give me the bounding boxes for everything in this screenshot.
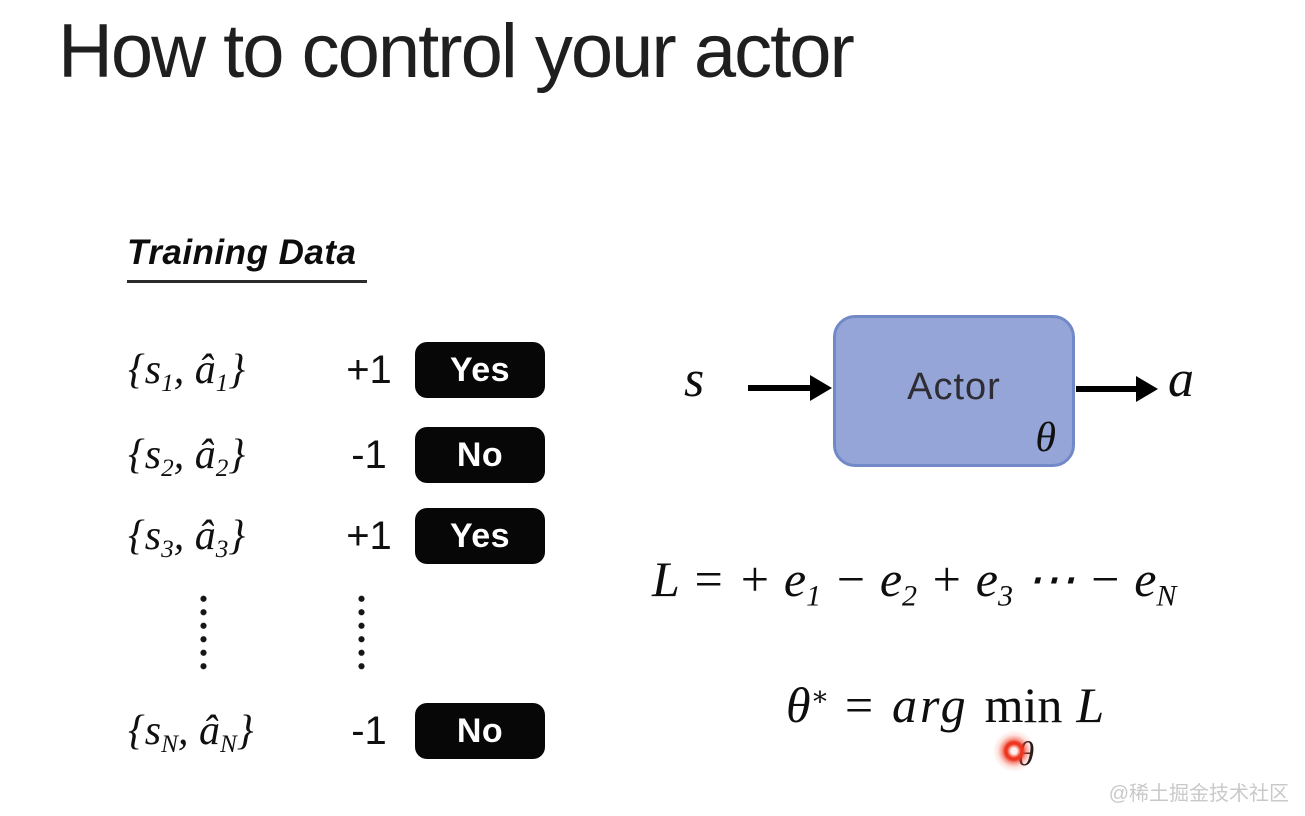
brace-open: {	[128, 347, 145, 393]
input-arrow-head-icon	[810, 375, 832, 401]
loss-term: ⋯ − e	[1012, 551, 1157, 607]
loss-subscript: N	[1156, 579, 1177, 613]
actor-box: Actor θ	[833, 315, 1075, 467]
loss-symbol: L	[1076, 677, 1105, 733]
vertical-ellipsis-icon	[200, 592, 207, 673]
input-arrow-line	[748, 385, 812, 391]
weight-value: -1	[351, 708, 387, 753]
equals-sign: =	[829, 677, 889, 733]
training-row: {sN, âN} -1 No	[128, 701, 545, 761]
loss-subscript: 3	[997, 579, 1013, 613]
training-data-heading: Training Data	[127, 233, 367, 283]
weight-value: +1	[346, 347, 392, 392]
min-operator: minθ	[984, 676, 1063, 773]
action-subscript: N	[219, 731, 237, 759]
state-action-pair: {s1, â1}	[128, 346, 334, 398]
action-symbol: â	[194, 347, 216, 393]
training-row: {s2, â2} -1 No	[128, 425, 545, 485]
state-action-pair: {s3, â3}	[128, 512, 334, 564]
state-action-pair: {s2, â2}	[128, 431, 334, 483]
state-symbol: s	[144, 432, 162, 478]
pair-separator: ,	[173, 347, 195, 393]
vertical-ellipsis-icon	[358, 592, 365, 673]
action-subscript: 1	[215, 370, 229, 398]
brace-open: {	[128, 708, 145, 754]
action-subscript: 3	[215, 536, 229, 564]
output-arrow-head-icon	[1136, 376, 1158, 402]
loss-term: + e	[917, 551, 998, 607]
state-subscript: 2	[161, 455, 174, 483]
weight-value: -1	[351, 432, 387, 477]
brace-close: }	[228, 347, 246, 393]
state-symbol: s	[144, 513, 162, 559]
verdict-badge: No	[415, 703, 545, 759]
verdict-badge: Yes	[415, 342, 545, 398]
training-row: {s1, â1} +1 Yes	[128, 340, 545, 400]
brace-close: }	[236, 708, 254, 754]
star-superscript: ∗	[810, 680, 830, 712]
action-symbol: â	[198, 708, 220, 754]
state-symbol: s	[144, 708, 162, 754]
action-symbol: â	[194, 432, 216, 478]
argmin-formula: θ∗ = argminθL	[786, 676, 1105, 773]
laser-pointer-dot-icon	[993, 730, 1035, 772]
state-subscript: 3	[161, 536, 174, 564]
state-subscript: 1	[161, 370, 174, 398]
min-word: min	[984, 677, 1063, 733]
brace-open: {	[128, 513, 145, 559]
loss-subscript: 1	[806, 579, 822, 613]
pair-separator: ,	[177, 708, 199, 754]
training-row: {s3, â3} +1 Yes	[128, 506, 545, 566]
theta-symbol: θ	[786, 677, 811, 733]
loss-term: L = + e	[652, 551, 807, 607]
slide-title: How to control your actor	[58, 9, 855, 94]
diagram-output-label: a	[1168, 351, 1194, 408]
state-action-pair: {sN, âN}	[128, 707, 334, 759]
state-subscript: N	[161, 731, 178, 759]
verdict-badge: Yes	[415, 508, 545, 564]
actor-box-label: Actor	[907, 365, 1001, 408]
action-symbol: â	[194, 513, 216, 559]
loss-formula: L = + e1 − e2 + e3 ⋯ − eN	[652, 550, 1176, 611]
watermark: @稀土掘金技术社区	[1108, 783, 1289, 805]
state-symbol: s	[144, 347, 162, 393]
pair-separator: ,	[173, 513, 195, 559]
arg-word: arg	[892, 677, 969, 733]
output-arrow-line	[1076, 386, 1138, 392]
brace-close: }	[228, 513, 246, 559]
action-subscript: 2	[215, 455, 229, 483]
pair-separator: ,	[173, 432, 195, 478]
loss-term: − e	[821, 551, 903, 607]
verdict-badge: No	[415, 427, 545, 483]
brace-open: {	[128, 432, 145, 478]
brace-close: }	[228, 432, 246, 478]
weight-value: +1	[346, 513, 392, 558]
loss-subscript: 2	[902, 579, 918, 613]
actor-parameter-theta: θ	[1035, 415, 1056, 461]
diagram-input-label: s	[684, 351, 705, 408]
